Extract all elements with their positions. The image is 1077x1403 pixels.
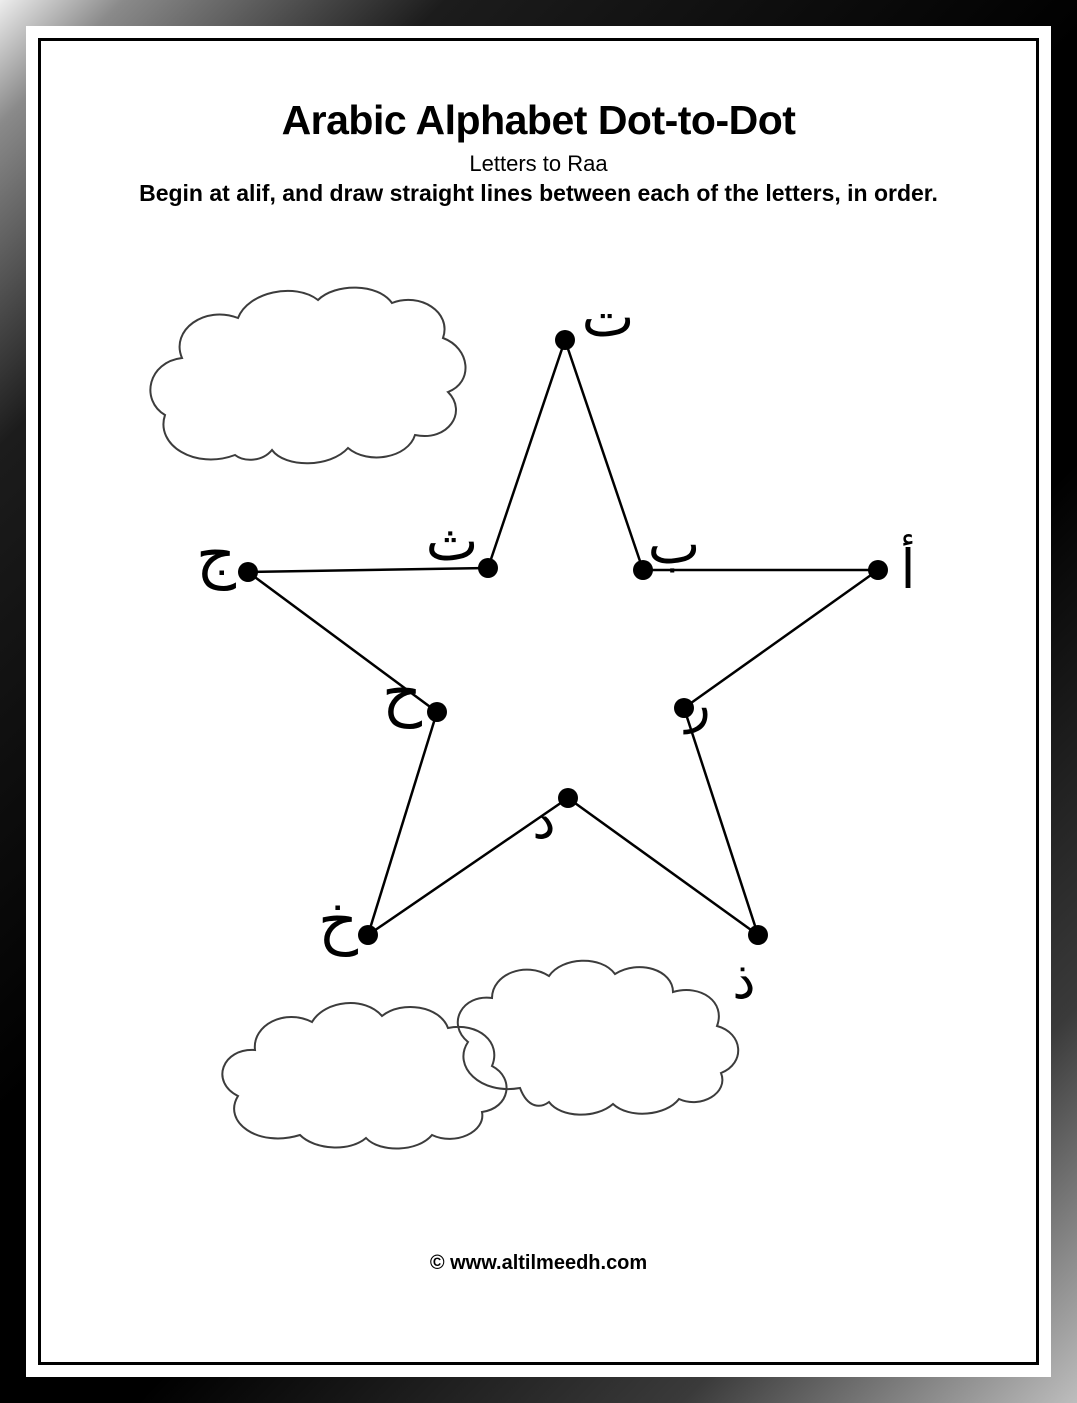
worksheet-page: [38, 38, 1039, 1365]
letter-alif: أ: [900, 534, 915, 601]
worksheet-header: Arabic Alphabet Dot-to-Dot Letters to Ra…: [0, 97, 1077, 207]
connect-line-thaa-jeem: [247, 566, 489, 574]
dot-taa: [555, 330, 575, 350]
connect-line-haa-khaa: [366, 711, 439, 936]
connect-line-dhaal-raa: [682, 707, 760, 936]
dot-haa: [427, 702, 447, 722]
connect-line-khaa-daal: [367, 796, 569, 937]
letter-haa: ح: [382, 656, 422, 729]
dot-khaa: [358, 925, 378, 945]
connect-line-raa-alif: [683, 568, 879, 710]
letter-jeem: ج: [196, 518, 236, 591]
connect-line-taa-thaa: [486, 339, 567, 569]
dot-baa: [633, 560, 653, 580]
connect-line-daal-dhaal: [567, 796, 759, 937]
connect-line-jeem-haa: [247, 570, 438, 714]
letter-khaa: خ: [318, 884, 358, 957]
letter-taa: ت: [582, 285, 635, 350]
cloud-decoration: [456, 959, 740, 1116]
letter-baa: ب: [648, 512, 701, 577]
page-subtitle: Letters to Raa: [469, 151, 608, 177]
footer-credit: © www.altilmeedh.com: [429, 1252, 648, 1274]
letter-dhaal: ذ: [732, 951, 755, 1011]
letter-daal: د: [532, 791, 555, 851]
dot-thaa: [478, 558, 498, 578]
dot-jeem: [238, 562, 258, 582]
dot-alif: [868, 560, 888, 580]
dot-raa: [674, 698, 694, 718]
connect-line-baa-taa: [563, 339, 645, 571]
cloud-decoration: [221, 1002, 508, 1150]
instructions-text: Begin at alif, and draw straight lines b…: [139, 180, 938, 207]
letter-thaa: ث: [426, 509, 479, 574]
page-title: Arabic Alphabet Dot-to-Dot: [281, 97, 796, 143]
cloud-decoration: [149, 286, 467, 465]
dot-dhaal: [748, 925, 768, 945]
dot-daal: [558, 788, 578, 808]
letter-raa: ر: [682, 675, 710, 735]
